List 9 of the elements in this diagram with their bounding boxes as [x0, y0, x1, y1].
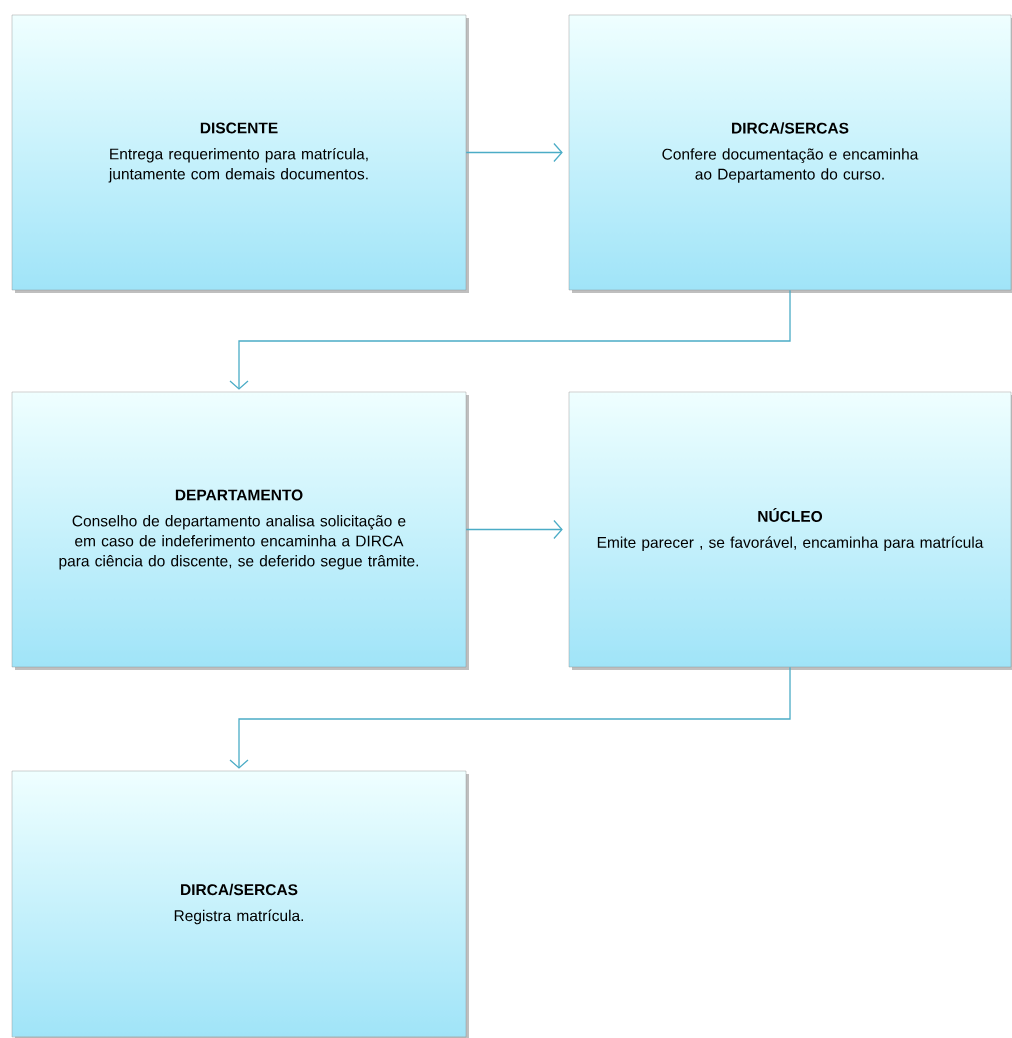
process-box: DIRCA/SERCAS Registra matrícula.: [11, 770, 469, 1038]
arrow: [465, 142, 563, 163]
arrow: [229, 289, 791, 390]
process-box: DIRCA/SERCAS Confere documentação e encaminha ao Departamento do curso.: [568, 14, 1012, 293]
arrow: [229, 666, 791, 769]
process-box: DEPARTAMENTO Conselho de departamento analisa solicitação e em caso de indeferimento encaminha a DIRCA para ciência do discente, se deferido segue trâmite.: [11, 391, 469, 670]
process-box: DISCENTE Entrega requerimento para matrícula, juntamente com demais documentos.: [11, 14, 469, 293]
arrow: [465, 519, 563, 540]
process-box: NÚCLEO Emite parecer , se favorável, encaminha para matrícula: [568, 391, 1012, 670]
